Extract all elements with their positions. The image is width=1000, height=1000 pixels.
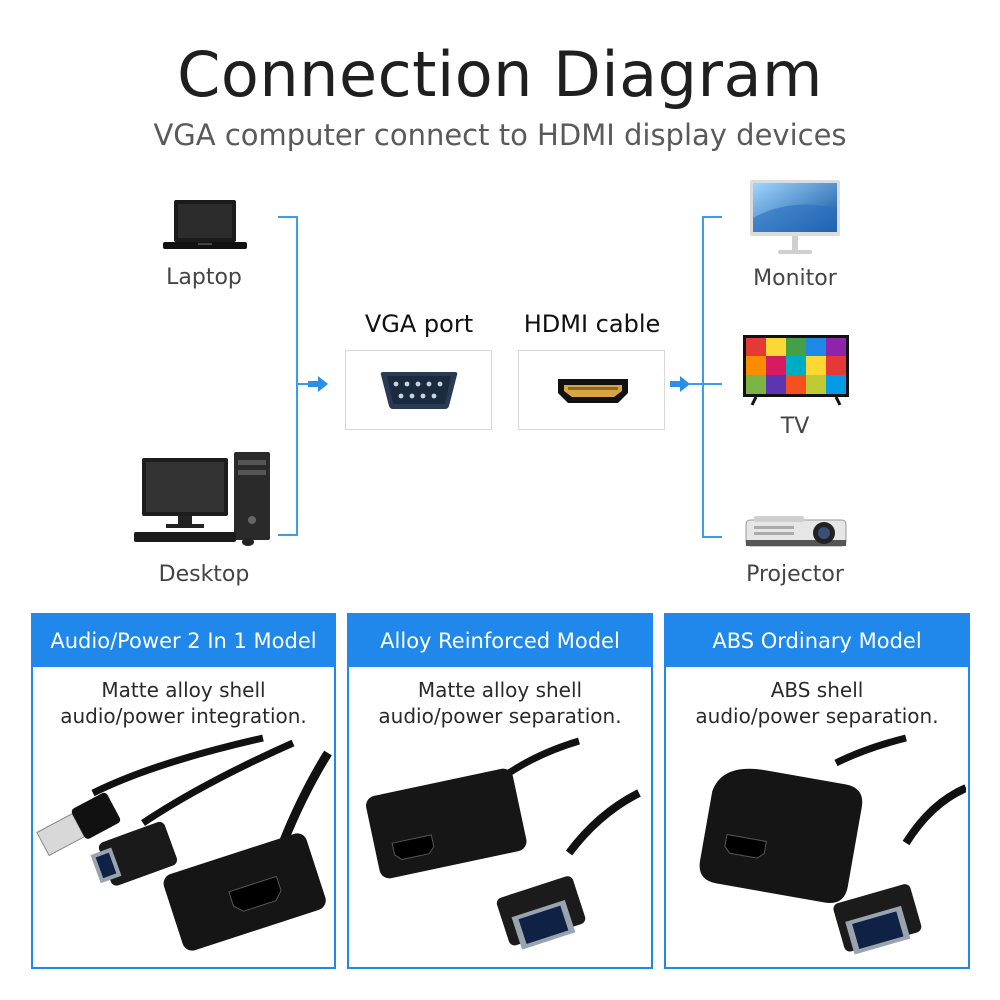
- left-bracket-bottom: [278, 534, 298, 536]
- tv-label: TV: [780, 414, 810, 439]
- model-card-title: Alloy Reinforced Model: [349, 615, 651, 667]
- vga-port-label: VGA port: [364, 310, 474, 338]
- model-card-description: Matte alloy shell audio/power integratio…: [33, 677, 334, 729]
- hdmi-port-icon: [556, 377, 630, 409]
- model-desc-line-1: ABS shell: [770, 678, 864, 702]
- monitor-label: Monitor: [753, 266, 837, 291]
- right-bracket-bottom: [702, 536, 722, 538]
- vga-port-icon: [379, 369, 459, 415]
- model-desc-line-2: audio/power separation.: [378, 704, 622, 728]
- right-arrow-icon: [308, 376, 328, 392]
- adapter-alloy-image: [349, 733, 649, 967]
- laptop-label: Laptop: [166, 265, 242, 290]
- right-bracket-middle: [702, 383, 722, 385]
- model-card-audio-power: Audio/Power 2 In 1 Model Matte alloy she…: [31, 613, 336, 969]
- right-connector: [688, 383, 704, 385]
- right-arrow-icon-2: [670, 376, 690, 392]
- model-card-alloy-reinforced: Alloy Reinforced Model Matte alloy shell…: [347, 613, 653, 969]
- left-bracket-top: [278, 216, 298, 218]
- page-title: Connection Diagram: [177, 38, 823, 111]
- adapter-2in1-image: [33, 733, 333, 967]
- left-bracket-spine: [296, 216, 298, 536]
- laptop-icon: [160, 196, 250, 254]
- hdmi-port-box: [518, 350, 665, 430]
- model-desc-line-2: audio/power separation.: [695, 704, 939, 728]
- model-desc-line-1: Matte alloy shell: [101, 678, 266, 702]
- model-card-abs-ordinary: ABS Ordinary Model ABS shell audio/power…: [664, 613, 970, 969]
- model-card-title: Audio/Power 2 In 1 Model: [33, 615, 334, 667]
- adapter-abs-image: [666, 733, 968, 967]
- desktop-label: Desktop: [158, 562, 250, 587]
- model-desc-line-2: audio/power integration.: [60, 704, 307, 728]
- page-subtitle: VGA computer connect to HDMI display dev…: [153, 118, 847, 152]
- model-card-description: ABS shell audio/power separation.: [666, 677, 968, 729]
- right-bracket-top: [702, 216, 722, 218]
- projector-icon: [744, 512, 848, 552]
- hdmi-cable-label: HDMI cable: [523, 310, 661, 338]
- vga-port-box: [345, 350, 492, 430]
- right-bracket-spine: [702, 216, 704, 538]
- model-card-title: ABS Ordinary Model: [666, 615, 968, 667]
- desktop-computer-icon: [130, 450, 280, 550]
- tv-icon: [742, 334, 850, 406]
- projector-label: Projector: [746, 562, 844, 587]
- model-desc-line-1: Matte alloy shell: [417, 678, 583, 702]
- model-card-description: Matte alloy shell audio/power separation…: [349, 677, 651, 729]
- left-connector: [298, 383, 312, 385]
- monitor-icon: [748, 178, 842, 258]
